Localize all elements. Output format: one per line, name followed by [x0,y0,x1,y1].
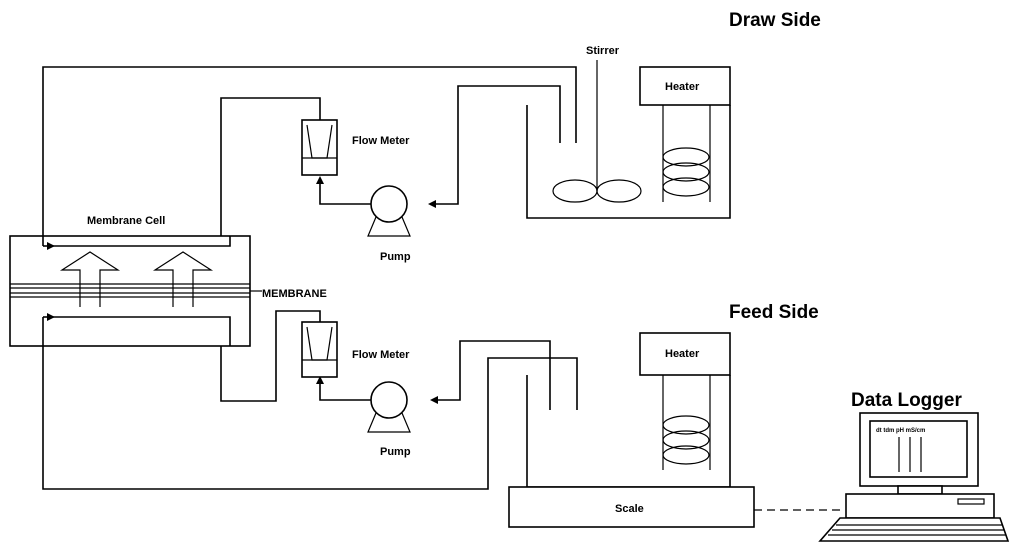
draw-heater-label: Heater [665,81,700,93]
logger-channels-label: dt tdm pH mS/cm [876,428,925,434]
feed-pump-label: Pump [380,446,411,458]
feed-heater [639,332,731,376]
draw-suction-pipe [428,85,561,208]
feed-return-pipe [42,317,578,490]
feed-flow-meter-label: Flow Meter [352,349,410,361]
draw-heater-coil [662,105,711,202]
data-logger-title: Data Logger [851,390,962,411]
feed-heater-label: Heater [665,348,700,360]
membrane-cell-label: Membrane Cell [87,215,165,227]
draw-return-pipe [42,66,577,246]
permeation-arrow-right [152,251,214,307]
stirrer-blade-left [552,179,598,203]
feed-suction-pipe [430,340,551,410]
feed-pump [370,381,408,419]
membrane-label: MEMBRANE [262,288,327,300]
draw-tank [526,105,731,219]
membrane-cell-body [9,235,251,347]
draw-flow-meter-label: Flow Meter [352,135,410,147]
feed-side-title: Feed Side [729,302,819,323]
scale-label: Scale [615,503,644,515]
logger-system-unit [845,493,995,519]
logger-screen [869,420,968,478]
scale [508,486,755,528]
stirrer-blade-right [596,179,642,203]
draw-pump-label: Pump [380,251,411,263]
draw-heater [639,66,731,106]
feed-heater-coil [662,375,711,470]
feed-tank [526,375,731,488]
permeation-arrow-left [59,251,121,307]
stirrer-label: Stirrer [586,45,620,57]
draw-side-title: Draw Side [729,10,821,31]
membrane-cell [9,235,251,347]
draw-pump [370,185,408,223]
computer-icon [818,412,1010,542]
